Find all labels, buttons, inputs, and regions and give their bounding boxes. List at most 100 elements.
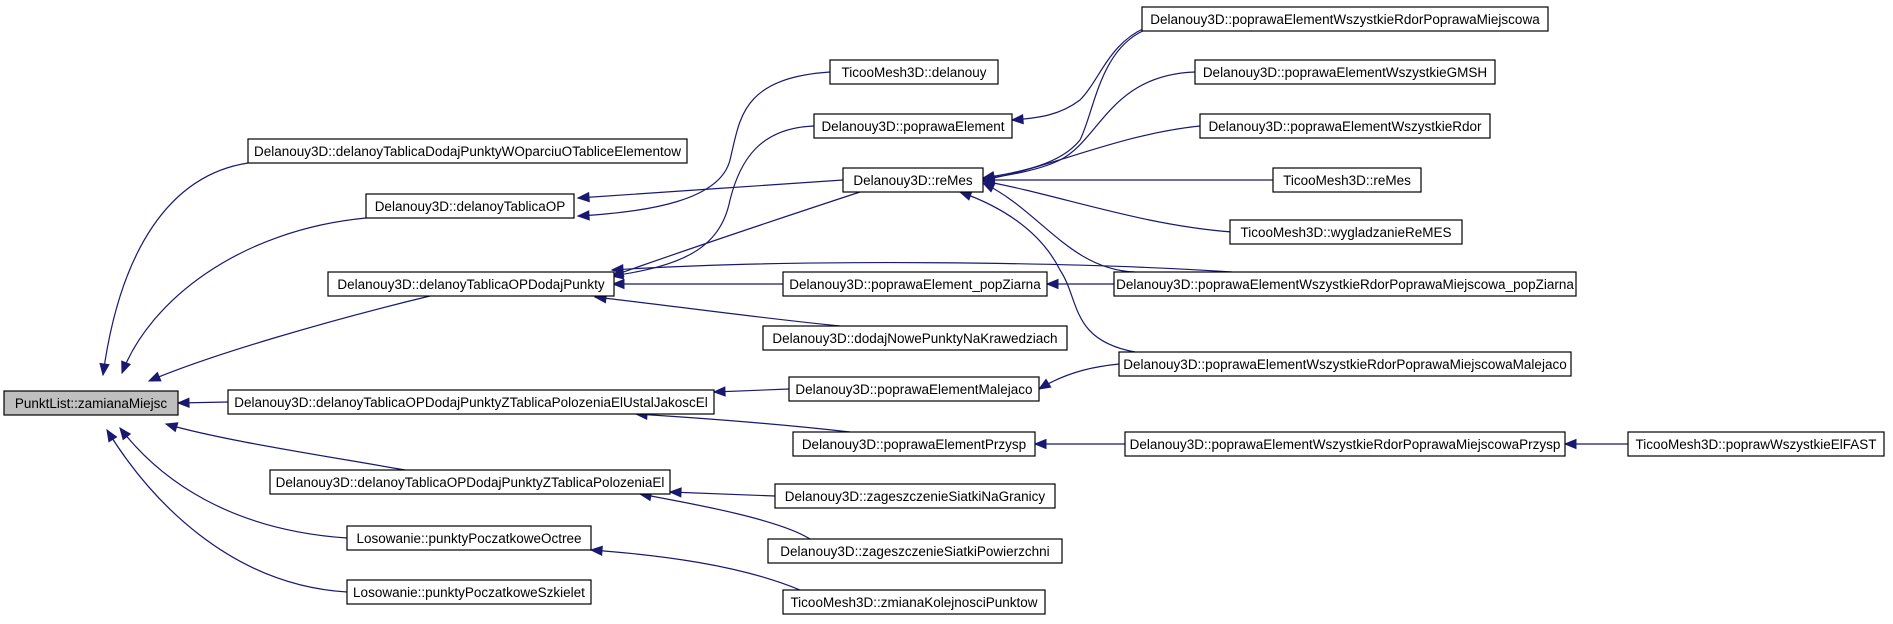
arrowhead bbox=[176, 397, 190, 409]
node-box bbox=[782, 589, 1046, 615]
arrowhead bbox=[1563, 438, 1577, 450]
node-label: Delanouy3D::delanoyTablicaOPDodajPunktyZ… bbox=[234, 395, 708, 410]
node-box bbox=[842, 167, 984, 193]
node-box bbox=[767, 538, 1063, 564]
node-n5[interactable]: Delanouy3D::delanoyTablicaOPDodajPunktyZ… bbox=[269, 469, 671, 495]
arrowhead bbox=[164, 422, 179, 433]
node-box bbox=[1229, 219, 1463, 245]
node-n4[interactable]: Delanouy3D::delanoyTablicaOPDodajPunktyZ… bbox=[227, 389, 715, 415]
node-n14[interactable]: Delanouy3D::poprawaElementPrzysp bbox=[792, 431, 1036, 457]
node-label: TicooMesh3D::wygladzanieReMES bbox=[1240, 225, 1451, 240]
edge-n17-to-n6 bbox=[589, 545, 801, 591]
edge-n25-to-n14 bbox=[1033, 438, 1125, 450]
node-label: TicooMesh3D::zmianaKolejnosciPunktow bbox=[790, 595, 1037, 610]
node-box bbox=[327, 271, 615, 297]
edge-n15-to-n5 bbox=[668, 487, 776, 498]
edge-n6-to-n0 bbox=[119, 426, 348, 539]
node-n7[interactable]: Losowanie::punktyPoczatkoweSzkielet bbox=[346, 579, 592, 605]
node-box bbox=[829, 59, 999, 85]
node-n3[interactable]: Delanouy3D::delanoyTablicaOPDodajPunkty bbox=[327, 271, 615, 297]
arrowhead bbox=[147, 371, 162, 382]
node-n6[interactable]: Losowanie::punktyPoczatkoweOctree bbox=[346, 525, 592, 551]
node-label: TicooMesh3D::reMes bbox=[1283, 173, 1411, 188]
node-n23[interactable]: Delanouy3D::poprawaElementWszystkieRdorP… bbox=[1113, 271, 1577, 297]
node-box bbox=[774, 483, 1056, 509]
node-label: Losowanie::punktyPoczatkoweOctree bbox=[356, 531, 581, 546]
node-n25[interactable]: Delanouy3D::poprawaElementWszystkieRdorP… bbox=[1124, 431, 1566, 457]
edge-n12-to-n3 bbox=[593, 293, 841, 327]
edge-line bbox=[102, 162, 249, 376]
edge-n13-to-n4 bbox=[712, 386, 790, 397]
arrowhead bbox=[576, 210, 590, 221]
edge-line bbox=[982, 71, 1196, 180]
node-n19[interactable]: Delanouy3D::poprawaElementWszystkieGMSH bbox=[1194, 59, 1496, 85]
node-label: Delanouy3D::poprawaElementWszystkieGMSH bbox=[1203, 65, 1487, 80]
node-label: Losowanie::punktyPoczatkoweSzkielet bbox=[353, 585, 585, 600]
node-box bbox=[346, 579, 592, 605]
node-label: Delanouy3D::dodajNowePunktyNaKrawedziach bbox=[772, 331, 1057, 346]
node-label: Delanouy3D::delanoyTablicaOPDodajPunktyZ… bbox=[276, 475, 665, 490]
arrowhead bbox=[121, 360, 132, 375]
arrowhead bbox=[958, 190, 973, 201]
edge-line bbox=[590, 549, 801, 591]
node-n15[interactable]: Delanouy3D::zageszczenieSiatkiNaGranicy bbox=[774, 483, 1056, 509]
node-n20[interactable]: Delanouy3D::poprawaElementWszystkieRdor bbox=[1199, 113, 1491, 139]
edge-line bbox=[594, 296, 841, 327]
node-n1[interactable]: Delanouy3D::delanoyTablicaDodajPunktyWOp… bbox=[247, 138, 688, 164]
edge-line bbox=[1011, 25, 1151, 121]
node-box bbox=[3, 390, 179, 416]
node-n2[interactable]: Delanouy3D::delanoyTablicaOP bbox=[365, 193, 575, 219]
node-label: TicooMesh3D::delanouy bbox=[841, 65, 986, 80]
node-box bbox=[762, 325, 1068, 351]
edge-line bbox=[121, 217, 367, 374]
edge-n3-to-n0 bbox=[147, 295, 431, 382]
node-n8[interactable]: TicooMesh3D::delanouy bbox=[829, 59, 999, 85]
edge-line bbox=[635, 413, 851, 433]
edge-line bbox=[669, 491, 776, 497]
arrowhead bbox=[576, 191, 590, 203]
node-label: Delanouy3D::delanoyTablicaOPDodajPunkty bbox=[337, 277, 604, 292]
edge-line bbox=[119, 427, 348, 539]
edge-line bbox=[611, 125, 815, 277]
edges-layer bbox=[99, 25, 1628, 593]
arrowhead bbox=[981, 182, 996, 193]
node-n17[interactable]: TicooMesh3D::zmianaKolejnosciPunktow bbox=[782, 589, 1046, 615]
node-n26[interactable]: TicooMesh3D::poprawWszystkieElFAST bbox=[1627, 431, 1885, 457]
edge-line bbox=[577, 179, 844, 199]
node-box bbox=[227, 389, 715, 415]
arrowhead bbox=[611, 278, 625, 290]
edge-n8-to-n2 bbox=[576, 71, 831, 221]
arrowhead bbox=[712, 386, 726, 397]
node-label: Delanouy3D::poprawaElementMalejaco bbox=[795, 382, 1032, 397]
arrowhead bbox=[1033, 438, 1047, 450]
node-n12[interactable]: Delanouy3D::dodajNowePunktyNaKrawedziach bbox=[762, 325, 1068, 351]
node-label: Delanouy3D::zageszczenieSiatkiPowierzchn… bbox=[780, 544, 1049, 559]
node-n18[interactable]: Delanouy3D::poprawaElementWszystkieRdorP… bbox=[1141, 6, 1549, 32]
edge-n18-to-n9 bbox=[1010, 25, 1151, 125]
node-box bbox=[1272, 167, 1422, 193]
arrowhead bbox=[668, 487, 682, 498]
edge-line bbox=[165, 423, 406, 471]
node-n10[interactable]: Delanouy3D::reMes bbox=[842, 167, 984, 193]
node-n9[interactable]: Delanouy3D::poprawaElement bbox=[813, 113, 1013, 139]
node-n24[interactable]: Delanouy3D::poprawaElementWszystkieRdorP… bbox=[1118, 351, 1572, 377]
node-n11[interactable]: Delanouy3D::poprawaElement_popZiarna bbox=[782, 271, 1048, 297]
node-n13[interactable]: Delanouy3D::poprawaElementMalejaco bbox=[788, 376, 1040, 402]
node-box bbox=[813, 113, 1013, 139]
node-n16[interactable]: Delanouy3D::zageszczenieSiatkiPowierzchn… bbox=[767, 538, 1063, 564]
edge-line bbox=[982, 182, 1136, 273]
edge-n2-to-n0 bbox=[121, 217, 367, 375]
arrowhead bbox=[99, 362, 110, 377]
edge-n22-to-n10 bbox=[981, 177, 1233, 233]
edge-n21-to-n10 bbox=[981, 174, 1273, 186]
arrowhead bbox=[1037, 378, 1052, 390]
node-n0[interactable]: PunktList::zamianaMiejsc bbox=[3, 390, 179, 416]
node-n21[interactable]: TicooMesh3D::reMes bbox=[1272, 167, 1422, 193]
node-label: Delanouy3D::poprawaElementPrzysp bbox=[802, 437, 1026, 452]
node-n22[interactable]: TicooMesh3D::wygladzanieReMES bbox=[1229, 219, 1463, 245]
node-box bbox=[1627, 431, 1885, 457]
node-label: Delanouy3D::poprawaElement bbox=[821, 119, 1004, 134]
node-label: Delanouy3D::delanoyTablicaOP bbox=[375, 199, 566, 214]
node-label: Delanouy3D::poprawaElementWszystkieRdor bbox=[1208, 119, 1482, 134]
